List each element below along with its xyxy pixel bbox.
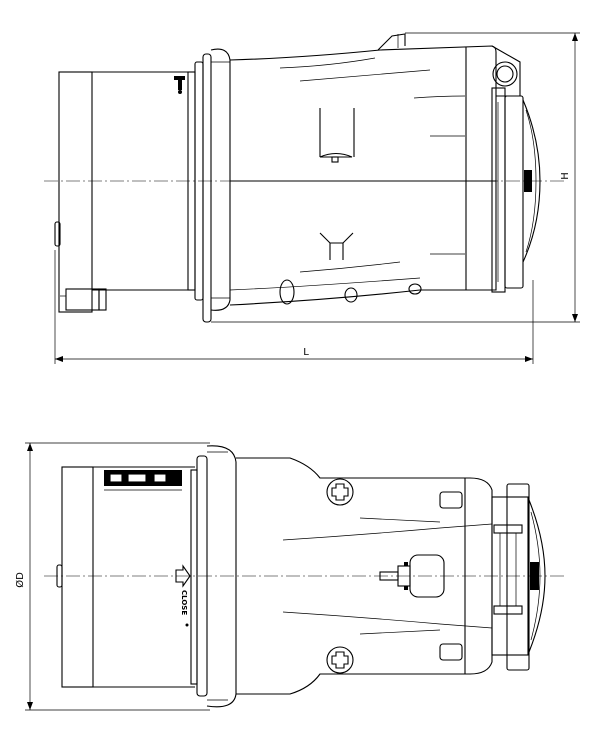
close-marking: CLOSE: [175, 564, 191, 627]
screw-icon: [326, 478, 354, 506]
close-arrow-icon: [175, 564, 191, 588]
socket-face: [491, 87, 541, 293]
interior-marks: [319, 108, 355, 260]
height-label: H: [560, 172, 571, 180]
side-view: H L: [44, 32, 580, 364]
close-label: CLOSE: [180, 590, 188, 615]
plan-flange: [196, 445, 237, 708]
side-dimensions: H L: [54, 32, 580, 364]
plan-dimensions: ØD: [14, 442, 210, 711]
length-label: L: [303, 347, 309, 358]
main-body: [229, 33, 521, 306]
diameter-label: ØD: [14, 572, 26, 588]
screw-icon: [326, 646, 354, 674]
rear-cap: [54, 71, 196, 313]
plan-view: CLOSE: [14, 442, 566, 711]
plan-rear-cap: [56, 466, 198, 688]
flange-rings: [194, 48, 231, 323]
latch-tab: [174, 76, 185, 94]
plan-socket-face: [491, 483, 546, 671]
